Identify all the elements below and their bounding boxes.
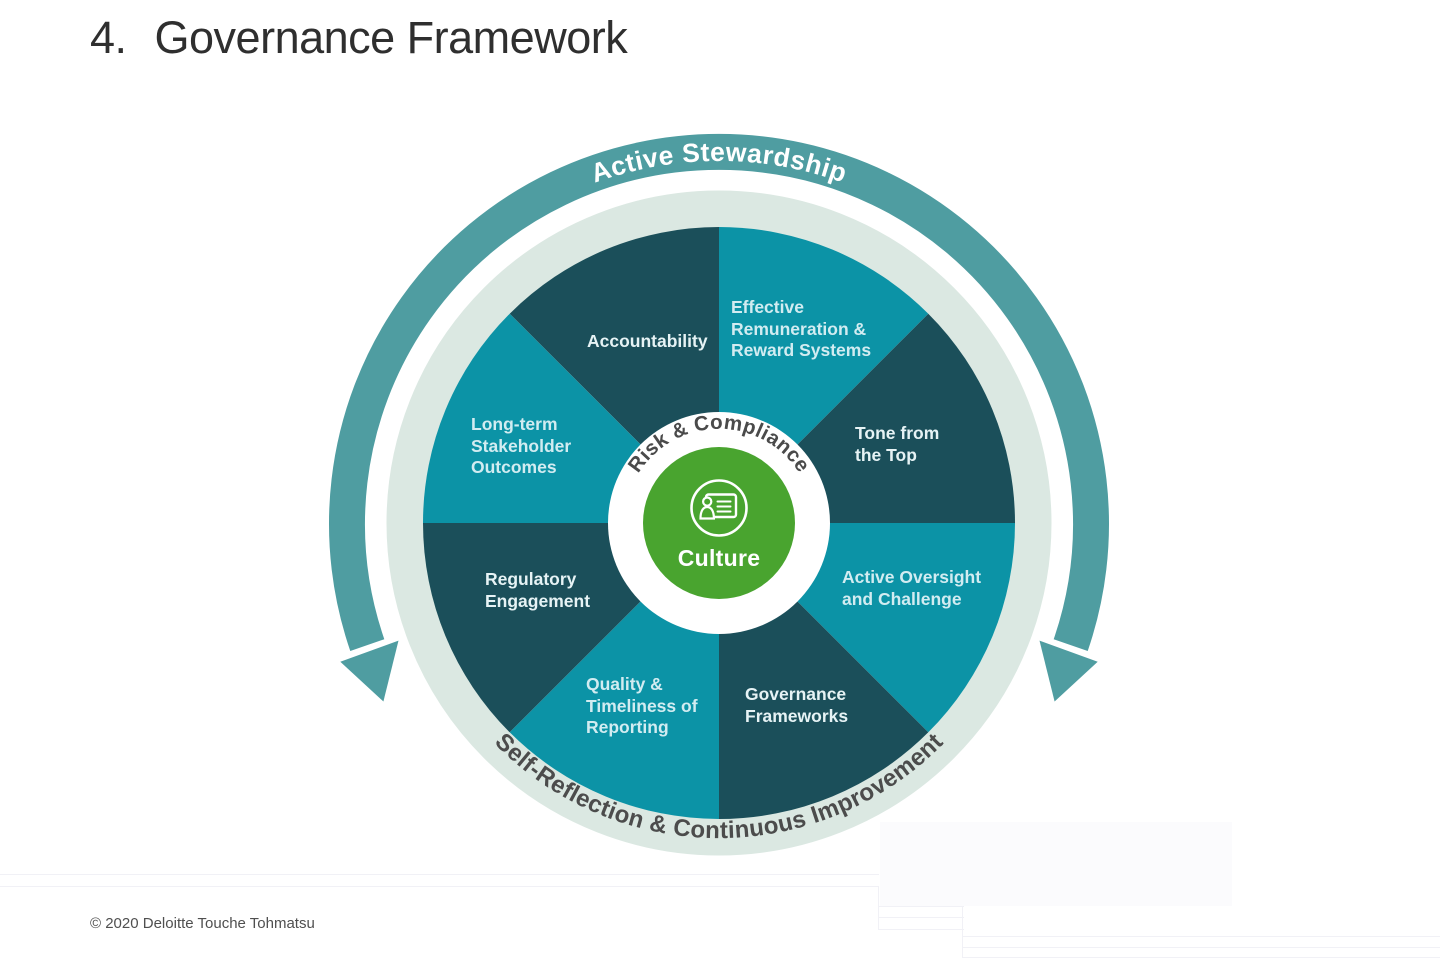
arrowhead-right-icon bbox=[1039, 640, 1098, 702]
background-artifact-line bbox=[962, 947, 1440, 948]
page-title-number: 4. bbox=[90, 12, 127, 63]
background-artifact-line bbox=[0, 874, 879, 875]
background-artifact-line bbox=[962, 936, 1440, 937]
person-presentation-icon bbox=[690, 479, 748, 537]
segment-label-active-oversight: Active Oversight and Challenge bbox=[842, 567, 982, 609]
segment-label-effective-remuneration: Effective Remuneration & Reward Systems bbox=[731, 297, 872, 360]
background-artifact-line bbox=[962, 957, 1440, 958]
background-artifact-line bbox=[878, 886, 879, 929]
segment-label-regulatory-engagement: Regulatory Engagement bbox=[485, 569, 591, 611]
page-title-text: Governance Framework bbox=[154, 12, 628, 63]
segment-label-accountability: Accountability bbox=[587, 331, 708, 351]
segment-label-tone-from-the-top: Tone from the Top bbox=[855, 423, 940, 465]
background-artifact-line bbox=[962, 906, 963, 957]
background-artifact-line bbox=[878, 917, 964, 918]
segment-label-governance-frameworks: Governance Frameworks bbox=[745, 684, 849, 726]
segment-label-quality-timeliness: Quality & Timeliness of Reporting bbox=[586, 674, 698, 737]
segment-label-long-term-stakeholder: Long-term Stakeholder Outcomes bbox=[471, 414, 572, 477]
pale-ring bbox=[386, 190, 1052, 856]
culture-circle bbox=[643, 447, 795, 599]
background-artifact-line bbox=[878, 929, 964, 930]
stewardship-arc-band bbox=[329, 133, 1109, 651]
culture-label: Culture bbox=[677, 545, 761, 571]
copyright-footer: © 2020 Deloitte Touche Tohmatsu bbox=[90, 915, 315, 932]
background-artifact-line bbox=[878, 906, 964, 907]
arrowhead-left-icon bbox=[340, 640, 399, 702]
background-artifact-line bbox=[0, 886, 879, 887]
page-title: 4. Governance Framework bbox=[90, 12, 628, 64]
background-artifact-tint bbox=[880, 822, 1232, 906]
